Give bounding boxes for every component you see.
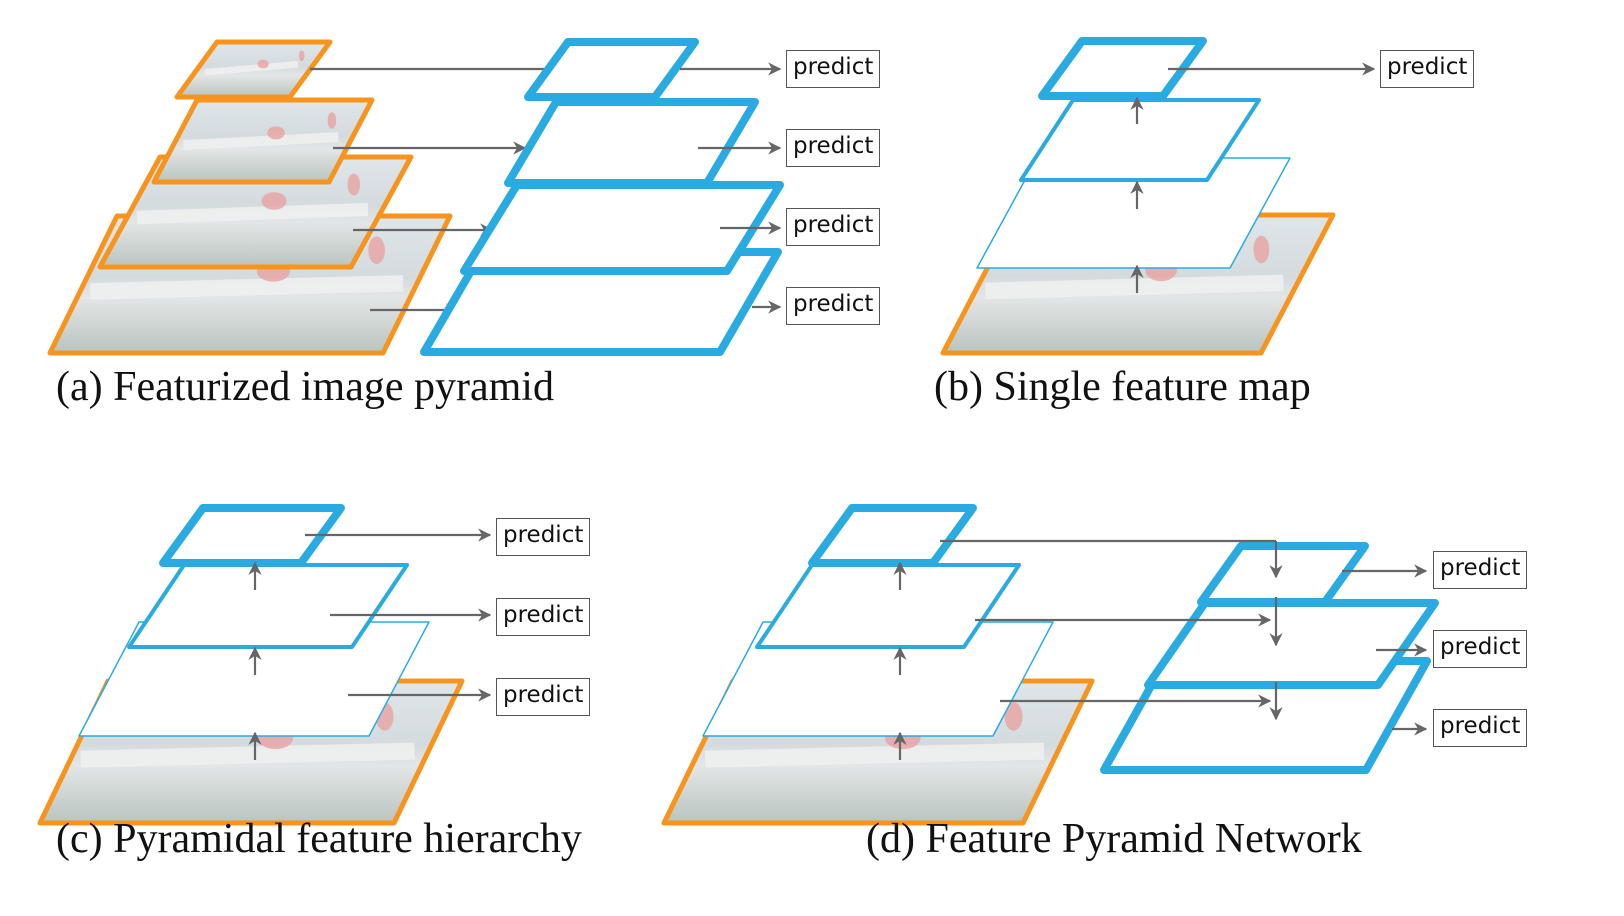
image-level-3-hull: [136, 202, 369, 225]
image-level-2-hull: [183, 132, 339, 151]
feature-map-d-top-2: [1144, 599, 1439, 689]
predict-box-c-1: predict: [496, 518, 591, 556]
image-level-2-figure-2: [327, 112, 337, 129]
image-level-2-figure: [267, 126, 285, 140]
predict-box-a-4: predict: [786, 287, 881, 325]
image-level-1-figure-2: [298, 50, 305, 62]
image-b-figure-2: [1253, 235, 1270, 264]
feature-map-d-bottom-2: [755, 563, 1021, 649]
caption-panel-d: (d) Feature Pyramid Network: [866, 816, 1362, 862]
image-level-4-figure-2: [368, 236, 385, 264]
caption-panel-a: (a) Featurized image pyramid: [56, 364, 554, 410]
image-level-1-hull: [204, 60, 299, 76]
feature-map-b-2: [1019, 98, 1261, 182]
caption-panel-b: (b) Single feature map: [934, 364, 1311, 410]
predict-box-a-1: predict: [786, 50, 881, 88]
feature-map-d-bottom-1: [808, 504, 977, 567]
predict-box-a-2: predict: [786, 129, 881, 167]
feature-map-a-2: [504, 98, 759, 187]
predict-box-a-3: predict: [786, 208, 881, 246]
feature-map-d-top-1: [1197, 542, 1369, 606]
image-d-figure-2: [1004, 702, 1023, 731]
predict-box-d-1: predict: [1433, 551, 1528, 589]
predict-box-d-3: predict: [1433, 709, 1528, 747]
image-c-hull: [80, 742, 415, 768]
feature-map-b-1: [1038, 37, 1207, 100]
image-level-3-figure-2: [347, 173, 361, 196]
predict-box-c-3: predict: [496, 678, 591, 716]
feature-map-c-1: [159, 504, 345, 567]
predict-box-d-2: predict: [1433, 630, 1528, 668]
image-d-hull: [704, 742, 1045, 768]
caption-panel-c: (c) Pyramidal feature hierarchy: [56, 816, 582, 862]
feature-map-c-2: [127, 563, 409, 649]
feature-map-a-1: [524, 38, 699, 101]
predict-box-b-1: predict: [1380, 50, 1475, 88]
image-level-4-hull: [89, 275, 404, 300]
predict-box-c-2: predict: [496, 598, 591, 636]
image-level-3-figure: [261, 192, 287, 210]
image-level-1-figure: [257, 59, 269, 69]
image-b-hull: [985, 274, 1284, 300]
